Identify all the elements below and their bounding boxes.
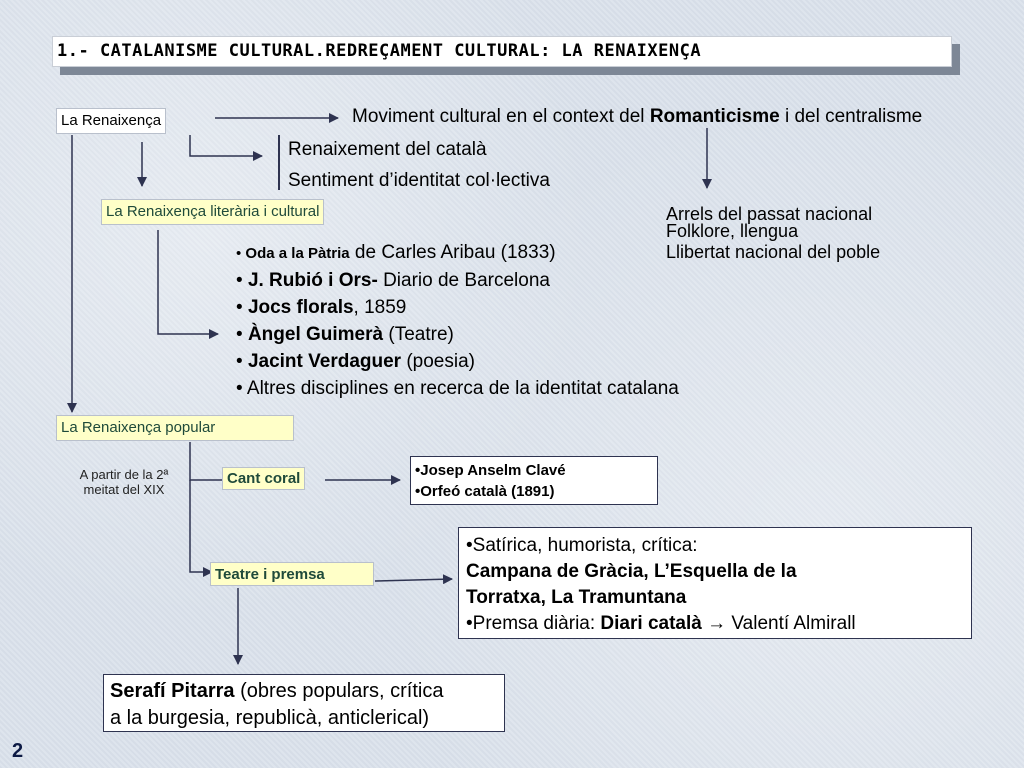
cant-item-1: •Josep Anselm Clavé [415,462,566,479]
movement-text-post: i del centralisme [779,106,923,127]
premsa-line-4-bold: Diari català [600,613,702,634]
roots-item-2: Folklore, llengua [666,221,799,241]
movement-text-pre: Moviment cultural en el context del [352,106,650,127]
arrow-to-bullets [157,230,219,339]
literaria-bullet-2-bold: J. Rubió i Ors- [247,270,378,291]
literaria-bullet-2-rest: Diario de Barcelona [377,270,550,291]
right-arrow-icon: → [701,613,732,634]
literaria-bullet-4: • Àngel Guimerà (Teatre) [236,321,679,348]
bullet-dot: • [236,378,247,399]
literaria-bullet-list: • Oda a la Pàtria de Carles Aribau (1833… [236,239,679,402]
bullet-dot: • [236,351,248,372]
roots-item-1: Arrels del passat nacional [666,204,873,224]
literaria-bullet-4-rest: (Teatre) [383,324,454,345]
literaria-bullet-5-rest: (poesia) [401,351,475,372]
cant-coral-box: •Josep Anselm Clavé •Orfeó català (1891) [410,456,658,505]
premsa-line-4-pre: •Premsa diària: [466,613,601,634]
pitarra-line-2: a la burgesia, republicà, anticlerical) [110,707,430,729]
premsa-line-1: •Satírica, humorista, crítica: [466,535,698,556]
cant-item-2: •Orfeó català (1891) [415,483,555,500]
literaria-bullet-6: • Altres disciplines en recerca de la id… [236,375,679,402]
pitarra-box: Serafí Pitarra (obres populars, crítica … [103,674,505,732]
teatre-premsa-label: Teatre i premsa [210,562,374,586]
premsa-line-4: •Premsa diària: Diari català → Valentí A… [466,611,971,637]
pitarra-desc: (obres populars, crítica [234,680,444,702]
literaria-bullet-6-rest: Altres disciplines en recerca de la iden… [246,378,679,399]
bullet-dot: • [236,297,248,318]
literaria-bullet-2: • J. Rubió i Ors- Diario de Barcelona [236,267,679,294]
pitarra-line-1: Serafí Pitarra (obres populars, crítica [110,678,504,705]
premsa-line-3: Torratxa, La Tramuntana [466,587,687,608]
premsa-line-4-post: Valentí Almirall [731,613,856,634]
roots-item-3: Llibertat nacional del poble [666,242,881,262]
arrow-to-renaixement [189,135,263,161]
literaria-label: La Renaixença literària i cultural [101,199,325,225]
movement-text: Moviment cultural en el context del Roma… [352,106,1024,128]
renaixenca-item-1: Renaixement del català [288,139,487,160]
popular-note: A partir de la 2ª meitat del XIX [79,467,169,497]
bullet-dot: • [236,245,246,262]
renaixenca-item-2: Sentiment d’identitat col·lectiva [288,170,550,191]
literaria-bullet-4-bold: Àngel Guimerà [247,324,384,345]
premsa-box: •Satírica, humorista, crítica: Campana d… [458,527,972,639]
literaria-bullet-3-bold: Jocs florals [247,297,354,318]
page-number: 2 [12,740,24,762]
arrow-to-teatre [189,480,213,577]
literaria-bullet-5: • Jacint Verdaguer (poesia) [236,348,679,375]
literaria-bullet-1-bold: Oda a la Pàtria [245,245,350,262]
movement-text-bold: Romanticisme [649,106,780,127]
bullet-dot: • [236,270,248,291]
renaixenca-label: La Renaixença [56,108,167,134]
pitarra-name: Serafí Pitarra [110,680,235,702]
premsa-line-2: Campana de Gràcia, L’Esquella de la [466,561,797,582]
cant-coral-label: Cant coral [222,467,306,490]
literaria-bullet-3-rest: , 1859 [353,297,407,318]
literaria-bullet-5-bold: Jacint Verdaguer [247,351,402,372]
literaria-bullet-1-rest: de Carles Aribau (1833) [349,242,556,263]
line-popular-trunk [189,442,222,481]
arrow-to-premsa-box [374,574,453,585]
bullet-dot: • [236,324,248,345]
literaria-bullet-1: • Oda a la Pàtria de Carles Aribau (1833… [236,239,679,267]
literaria-bullet-3: • Jocs florals, 1859 [236,294,679,321]
page-title: 1.- CATALANISME CULTURAL.REDREÇAMENT CUL… [52,36,952,67]
popular-label: La Renaixença popular [56,415,294,441]
